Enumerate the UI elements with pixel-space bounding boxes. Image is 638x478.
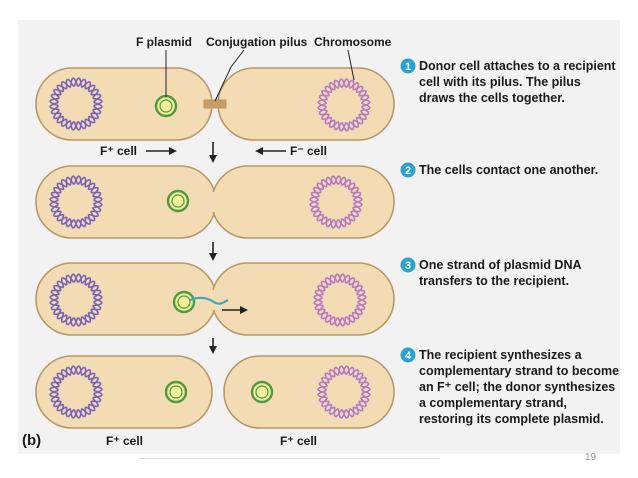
row4-left-cell bbox=[35, 355, 213, 429]
step-4: 4 The recipient synthesizes a complement… bbox=[400, 347, 619, 426]
plasmid-inner-ring bbox=[159, 99, 173, 113]
bottom-right-cell-label: F⁺ cell bbox=[280, 434, 317, 448]
step-2-line-1: The cells contact one another. bbox=[419, 163, 598, 177]
footer-divider bbox=[140, 458, 440, 459]
step-4-line-2: complementary strand to become bbox=[419, 364, 619, 378]
step-3-line-1: One strand of plasmid DNA bbox=[419, 258, 582, 272]
row1-plasmid bbox=[154, 94, 178, 118]
row3-donor-chromosome bbox=[49, 273, 103, 327]
f-minus-direction-arrow bbox=[255, 147, 286, 155]
bottom-left-cell-label: F⁺ cell bbox=[106, 434, 143, 448]
step-1-number: 1 bbox=[405, 61, 411, 73]
row1-donor-cell bbox=[35, 67, 213, 141]
row3-plasmid bbox=[172, 290, 196, 314]
row4-left-chromosome bbox=[49, 365, 103, 419]
plasmid-outer-ring bbox=[166, 189, 190, 213]
conjugation-pilus-leader bbox=[214, 49, 245, 102]
plasmid-outer-ring bbox=[154, 94, 178, 118]
chromosome-label: Chromosome bbox=[314, 35, 392, 49]
page-number: 19 bbox=[585, 452, 597, 463]
row-1-cells bbox=[35, 67, 395, 141]
step-4-number: 4 bbox=[405, 350, 412, 362]
f-plus-cell-label: F⁺ cell bbox=[100, 144, 137, 158]
row2-recipient-cell bbox=[211, 165, 395, 239]
chromosome-strand-2 bbox=[317, 365, 371, 419]
conjugation-pilus-label: Conjugation pilus bbox=[206, 35, 308, 49]
plasmid-inner-ring bbox=[255, 385, 269, 399]
step-4-badge bbox=[400, 347, 416, 363]
step-3: 3 One strand of plasmid DNA transfers to… bbox=[400, 257, 582, 288]
row-3-cells bbox=[35, 262, 395, 336]
row1-recipient-chromosome bbox=[317, 78, 371, 132]
f-plus-direction-arrow bbox=[146, 147, 177, 155]
chromosome-strand-2 bbox=[309, 175, 363, 229]
step-4-line-3: an F⁺ cell; the donor synthesizes bbox=[419, 380, 615, 394]
transferring-dna-strand bbox=[189, 296, 229, 305]
conjugation-pilus bbox=[203, 99, 227, 109]
plasmid-inner-ring bbox=[171, 194, 185, 208]
row3-recipient-chromosome bbox=[313, 273, 367, 327]
row-2-cells bbox=[35, 165, 395, 239]
row4-right-plasmid bbox=[250, 380, 274, 404]
step-2: 2 The cells contact one another. bbox=[400, 162, 598, 178]
step-1-badge bbox=[400, 58, 416, 74]
row2-donor-chromosome bbox=[49, 175, 103, 229]
chromosome-strand-2 bbox=[49, 365, 103, 419]
down-arrow-1 bbox=[209, 142, 217, 163]
part-label: (b) bbox=[22, 432, 41, 449]
chromosome-strand-2 bbox=[49, 175, 103, 229]
plasmid-inner-ring bbox=[177, 295, 191, 309]
step-1-line-1: Donor cell attaches to a recipient bbox=[419, 59, 616, 73]
row2-plasmid bbox=[166, 189, 190, 213]
step-4-line-1: The recipient synthesizes a bbox=[419, 348, 583, 362]
row4-right-chromosome bbox=[317, 365, 371, 419]
plasmid-outer-ring bbox=[172, 290, 196, 314]
plasmid-inner-ring bbox=[169, 385, 183, 399]
chromosome-leader bbox=[347, 49, 355, 81]
row4-left-plasmid bbox=[164, 380, 188, 404]
step-1-line-3: draws the cells together. bbox=[419, 91, 565, 105]
chromosome-strand-2 bbox=[49, 77, 103, 131]
step-3-number: 3 bbox=[405, 260, 411, 272]
chromosome-strand-2 bbox=[317, 78, 371, 132]
f-minus-cell-label: F⁻ cell bbox=[290, 144, 327, 158]
step-2-badge bbox=[400, 162, 416, 178]
step-4-line-5: restoring its complete plasmid. bbox=[419, 412, 604, 426]
f-plasmid-label: F plasmid bbox=[136, 35, 192, 49]
step-4-line-4: a complementary strand, bbox=[419, 396, 567, 410]
row4-right-cell bbox=[223, 355, 395, 429]
row-4-cells bbox=[35, 355, 395, 429]
conjugation-diagram: F plasmid Conjugation pilus Chromosome F… bbox=[22, 35, 619, 449]
step-3-line-2: transfers to the recipient. bbox=[419, 274, 569, 288]
plasmid-outer-ring bbox=[164, 380, 188, 404]
transfer-arrow bbox=[222, 306, 248, 314]
chromosome-strand-2 bbox=[313, 273, 367, 327]
row2-recipient-chromosome bbox=[309, 175, 363, 229]
down-arrow-2 bbox=[209, 242, 217, 261]
row3-recipient-cell bbox=[211, 262, 395, 336]
down-arrow-3 bbox=[209, 338, 217, 354]
step-1-line-2: cell with its pilus. The pilus bbox=[419, 75, 581, 89]
chromosome-strand-2 bbox=[49, 273, 103, 327]
step-3-badge bbox=[400, 257, 416, 273]
row3-contact-bridge bbox=[198, 290, 230, 310]
conjugation-figure: F plasmid Conjugation pilus Chromosome F… bbox=[18, 20, 620, 454]
row2-contact-bridge bbox=[198, 192, 230, 212]
row1-donor-chromosome bbox=[49, 77, 103, 131]
step-1: 1 Donor cell attaches to a recipient cel… bbox=[400, 58, 616, 105]
plasmid-outer-ring bbox=[250, 380, 274, 404]
step-2-number: 2 bbox=[405, 165, 411, 177]
